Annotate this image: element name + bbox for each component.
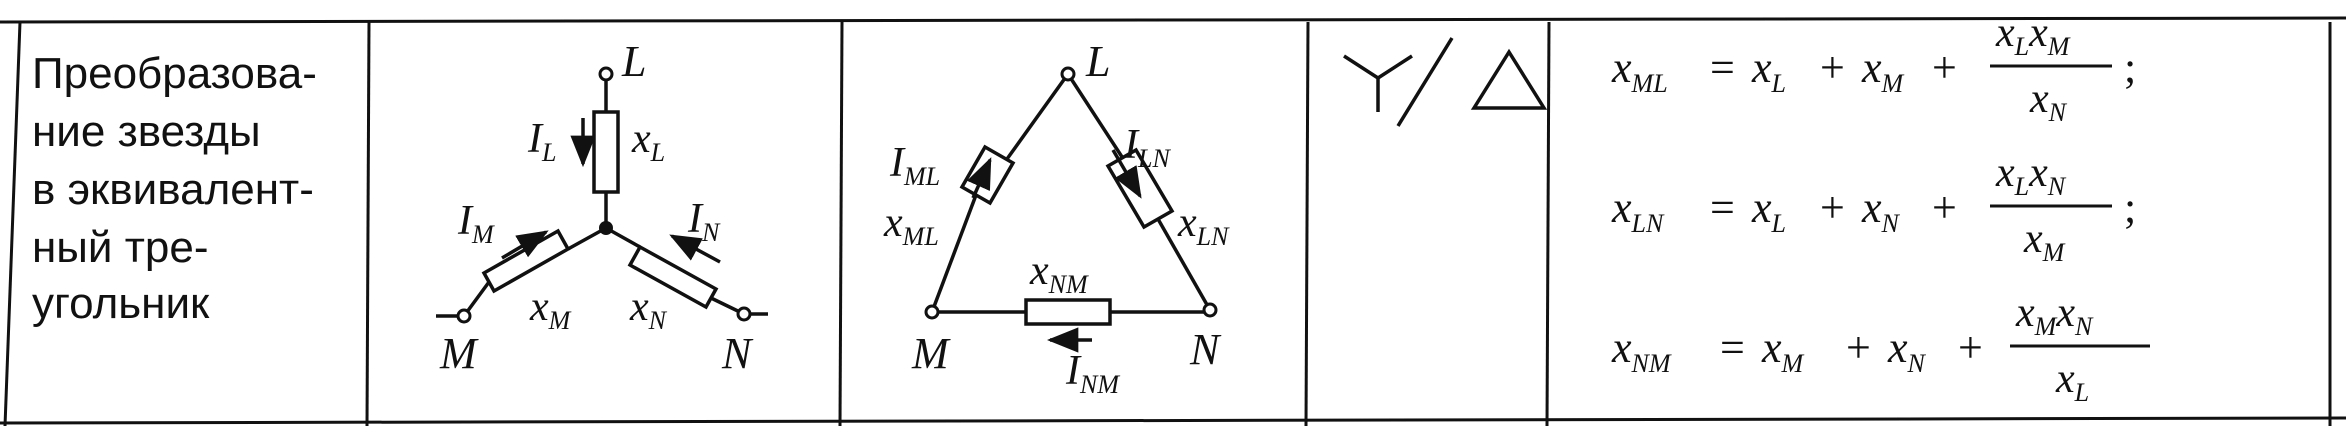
formula-2-term-b: xN	[1861, 183, 1901, 238]
star-labels: L M N IL xL IM xM IN xN	[439, 37, 754, 378]
formula-2-denominator: xM	[2023, 216, 2066, 267]
star-nodes	[456, 66, 752, 324]
star-resistance-m: xM	[529, 284, 572, 335]
delta-label-m: M	[911, 329, 951, 378]
formula-1-plus-1: +	[1820, 43, 1845, 92]
star-current-l: IL	[527, 116, 556, 167]
description-line-1: Преобразова-	[32, 49, 317, 98]
star-resistance-n: xN	[629, 284, 668, 335]
star-current-m: IM	[457, 198, 495, 249]
formula-2-plus-2: +	[1932, 183, 1957, 232]
delta-resistance-ml: xML	[883, 200, 939, 251]
formula-1-numerator: xLxM	[1995, 10, 2071, 61]
formula-1-terminator: ;	[2124, 43, 2136, 92]
column-divider-4	[1545, 21, 1551, 426]
formula-1-term-a: xL	[1751, 43, 1786, 98]
star-arrow-i-m	[501, 230, 549, 260]
formula-1-term-b: xM	[1861, 43, 1905, 98]
delta-resistance-ln: xLN	[1177, 200, 1230, 251]
delta-arrow-i-ml	[966, 157, 992, 199]
formula-3: xNM = xM + xN + xMxN xL	[1611, 290, 2150, 407]
star-resistance-l: xL	[631, 116, 665, 167]
description-line-2: ние звезды	[32, 107, 261, 156]
formula-2-term-a: xL	[1751, 183, 1786, 238]
column-divider-0	[3, 21, 22, 426]
star-resistor-m	[481, 228, 571, 294]
star-center-node	[599, 221, 613, 235]
delta-node-l	[1060, 66, 1076, 82]
table-grid	[0, 16, 2346, 426]
description-line-5: угольник	[32, 279, 210, 328]
formula-3-plus-2: +	[1958, 323, 1983, 372]
delta-wire-ln-upper	[1066, 73, 1126, 161]
formula-3-term-a: xM	[1761, 323, 1805, 378]
delta-labels: L M N IML xML ILN xLN xNM INM	[883, 37, 1230, 399]
star-node-m-terminal	[456, 308, 472, 324]
formula-2-equals: =	[1710, 183, 1735, 232]
star-symbol-arms	[1343, 54, 1413, 81]
formula-1: xML = xL + xM + xLxM xN ;	[1611, 10, 2136, 127]
delta-resistance-nm: xNM	[1029, 248, 1089, 299]
formula-1-denominator: xN	[2029, 76, 2068, 127]
column-divider-1	[365, 21, 371, 426]
formula-1-lhs: xML	[1611, 43, 1668, 98]
star-label-m: M	[439, 329, 479, 378]
star-delta-symbol-icon	[1343, 37, 1548, 127]
delta-wire-ml-upper	[1005, 72, 1070, 161]
column-divider-2	[838, 21, 844, 426]
delta-arrow-i-ln	[1111, 149, 1142, 199]
delta-label-n: N	[1189, 325, 1222, 374]
delta-current-ml: IML	[889, 140, 940, 191]
delta-node-m	[924, 304, 940, 320]
star-current-n: IN	[687, 196, 721, 247]
formula-3-term-b: xN	[1887, 323, 1927, 378]
formula-3-numerator: xMxN	[2015, 290, 2094, 341]
delta-current-ln: ILN	[1123, 122, 1171, 173]
delta-label-l: L	[1085, 37, 1110, 86]
star-wire-m-inner	[567, 226, 607, 251]
delta-symbol-triangle	[1470, 48, 1548, 110]
star-resistor-l	[592, 110, 620, 194]
formula-3-equals: =	[1720, 323, 1745, 372]
formula-3-denominator: xL	[2055, 356, 2089, 407]
delta-wire-ln-lower	[1156, 218, 1212, 311]
formula-1-plus-2: +	[1932, 43, 1957, 92]
formula-3-plus-1: +	[1846, 323, 1871, 372]
star-node-l-terminal	[598, 66, 614, 82]
symbol-slash	[1396, 37, 1454, 127]
star-label-n: N	[721, 329, 754, 378]
formula-2-plus-1: +	[1820, 183, 1845, 232]
table-bottom-border	[0, 416, 2346, 425]
delta-resistor-ml	[959, 144, 1016, 206]
delta-nodes	[924, 66, 1218, 320]
description-line-4: ный тре-	[32, 223, 208, 272]
formula-2-numerator: xLxN	[1995, 150, 2067, 201]
star-resistor-n	[627, 244, 719, 310]
formula-2-lhs: xLN	[1611, 183, 1665, 238]
delta-circuit	[930, 72, 1212, 353]
formula-2: xLN = xL + xN + xLxN xM ;	[1611, 150, 2136, 267]
description-cell: Преобразова- ние звезды в эквивалент- ны…	[32, 49, 317, 328]
star-arrow-i-n	[669, 234, 721, 264]
description-line-3: в эквивалент-	[32, 165, 314, 214]
formula-3-lhs: xNM	[1611, 323, 1672, 378]
formula-1-equals: =	[1710, 43, 1735, 92]
delta-node-n	[1202, 302, 1218, 318]
star-circuit	[436, 74, 768, 318]
delta-wire-ml-lower	[930, 194, 978, 313]
star-node-n-terminal	[736, 306, 752, 322]
formula-2-terminator: ;	[2124, 183, 2136, 232]
delta-current-nm: INM	[1065, 348, 1120, 399]
star-label-l: L	[621, 37, 646, 86]
column-divider-3	[1304, 21, 1310, 426]
table-top-border	[0, 16, 2346, 24]
delta-resistor-nm	[1024, 298, 1112, 326]
